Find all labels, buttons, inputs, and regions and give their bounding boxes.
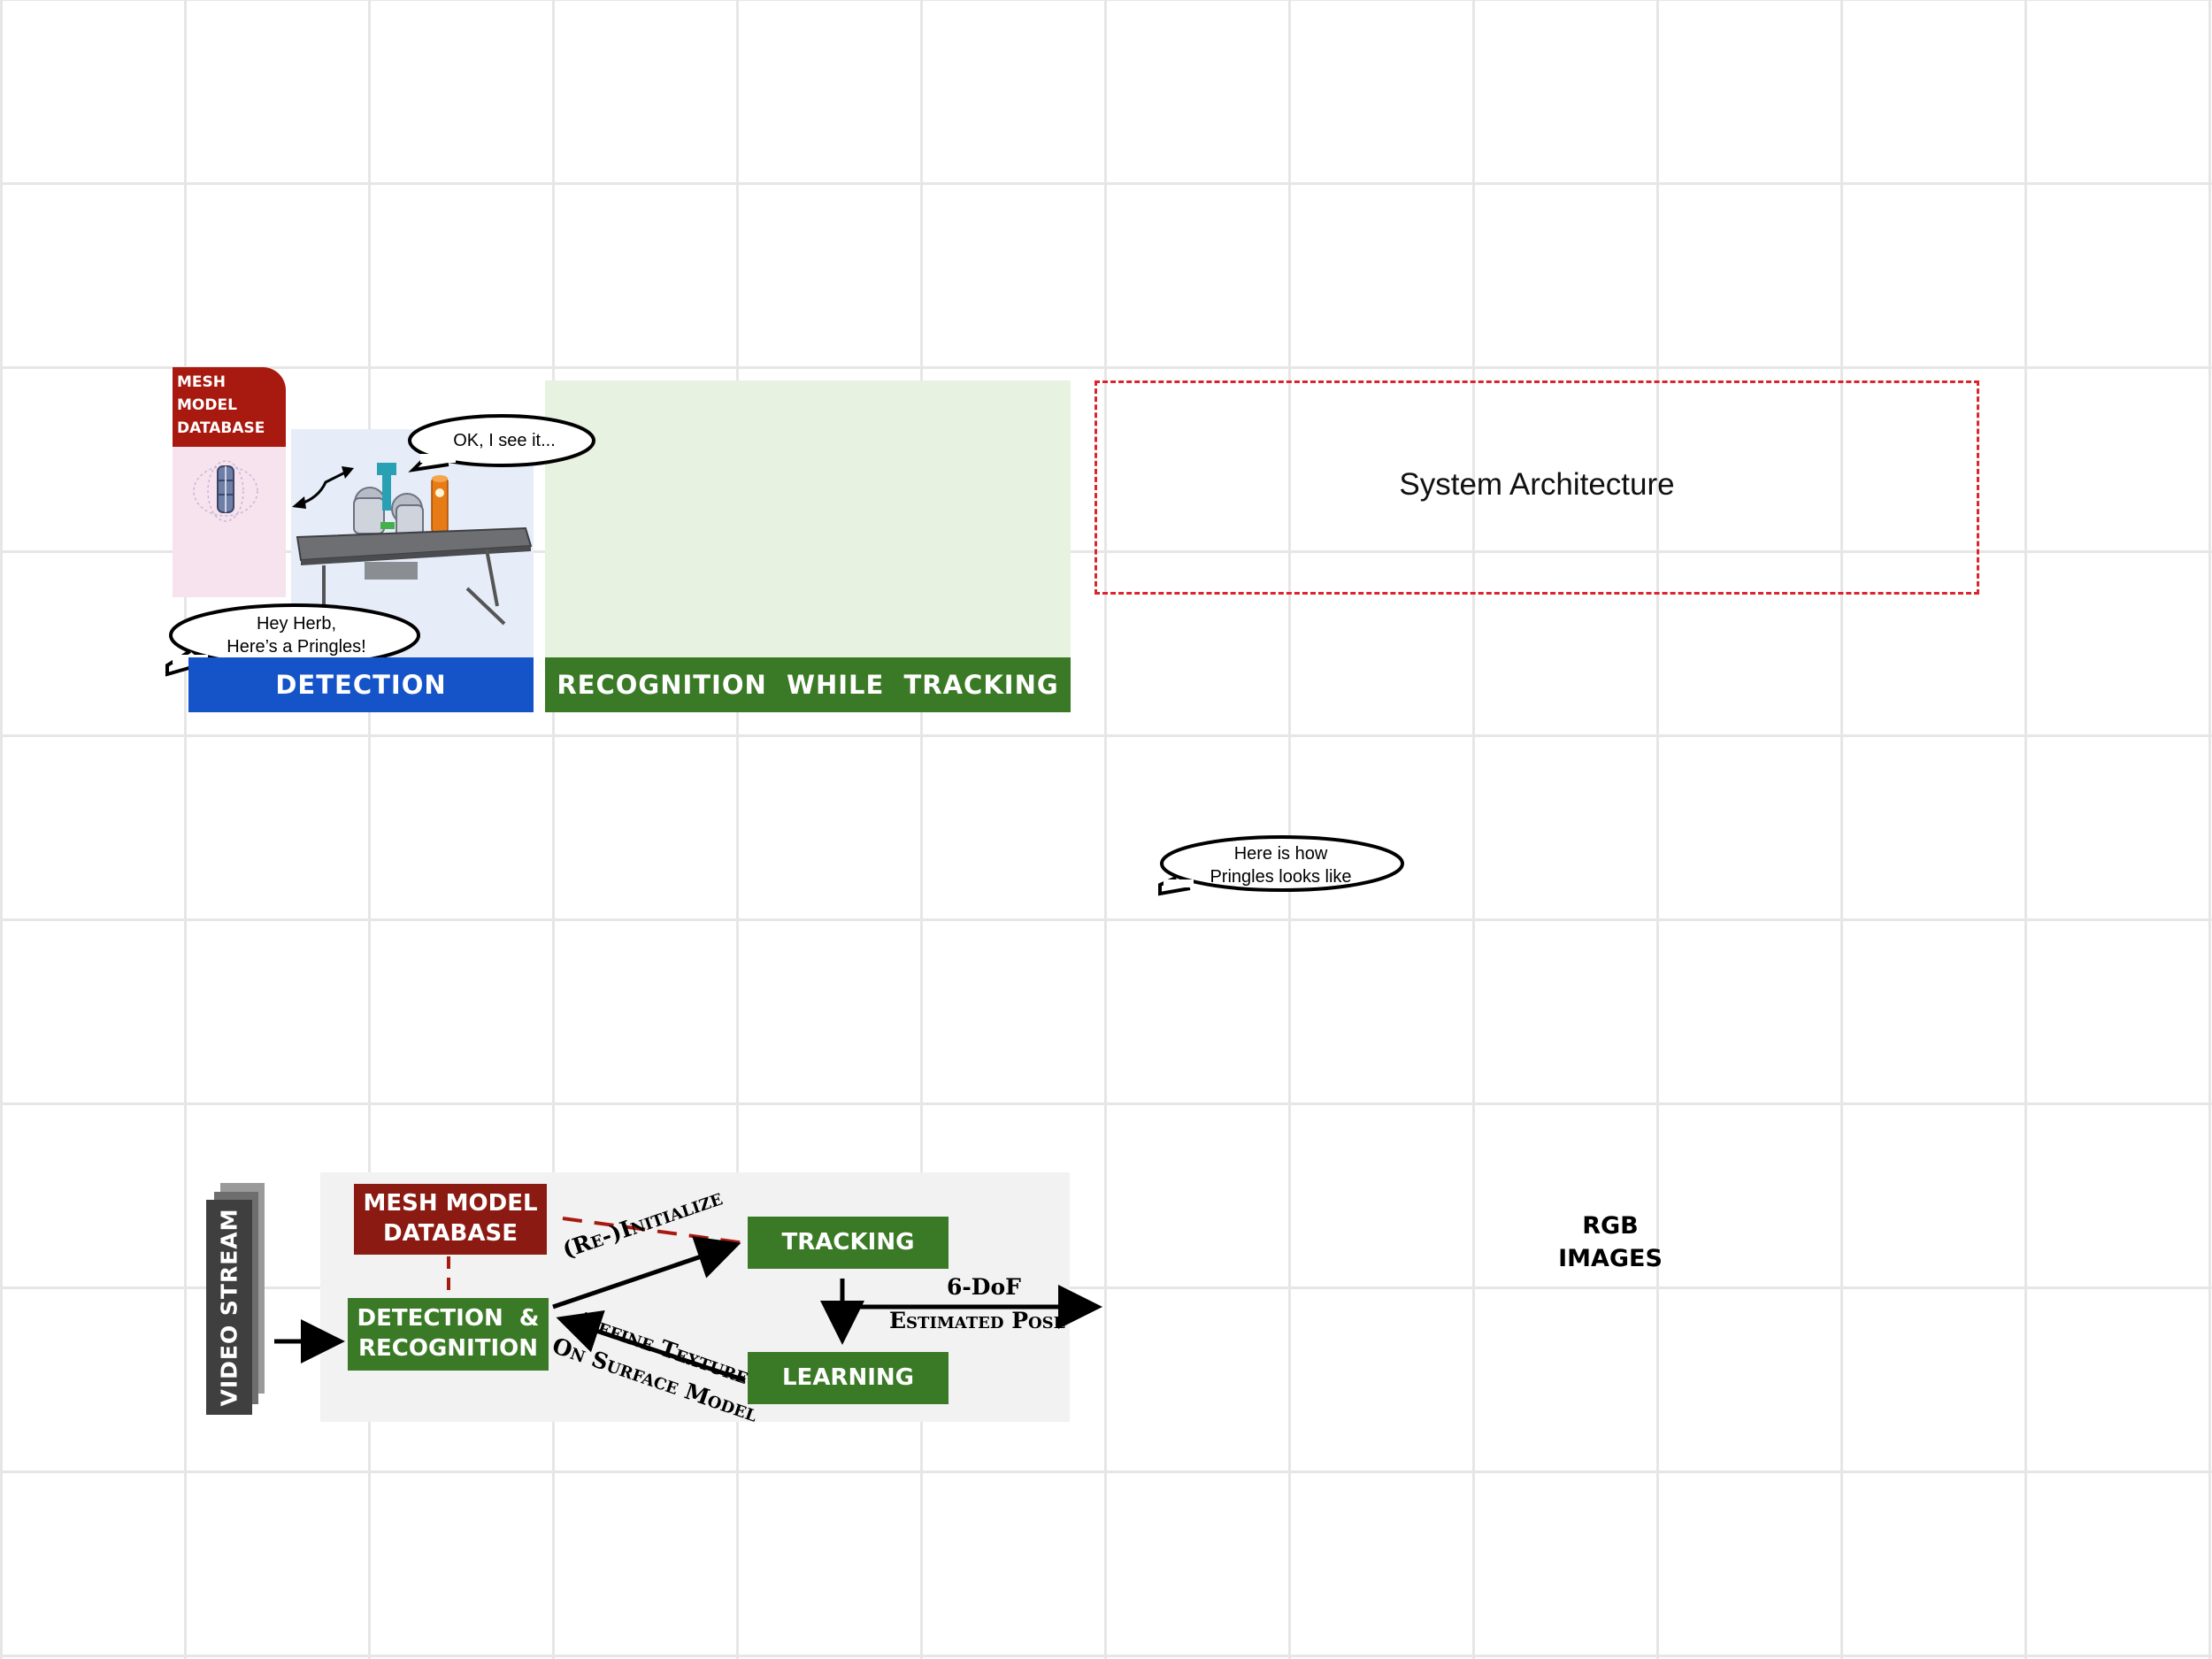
rgb-images-line1: RGB xyxy=(1582,1212,1639,1240)
robot-arm-icon xyxy=(353,463,424,538)
top-panel: MESH MODEL DATABASE xyxy=(164,363,1071,717)
pose-label-line1: 6-DoF xyxy=(947,1274,1021,1300)
bubble-human-text: Hey Herb, Here’s a Pringles! xyxy=(199,612,394,658)
double-arrow-icon xyxy=(292,466,354,509)
mesh-model-icon xyxy=(193,460,258,522)
rgb-images-label: RGB IMAGES xyxy=(1522,1210,1699,1275)
detection-banner: DETECTION xyxy=(188,657,534,712)
bubble-pringles-line2: Pringles looks like xyxy=(1210,867,1352,887)
mesh-tab-line3: DATABASE xyxy=(177,419,265,437)
detection-recognition-line2: RECOGNITION xyxy=(357,1335,538,1362)
mesh-db-line2: DATABASE xyxy=(383,1220,518,1247)
system-architecture-title: System Architecture xyxy=(1399,467,1675,502)
detection-recognition-line1: DETECTION & xyxy=(357,1305,540,1333)
mesh-model-database-tab: MESH MODEL DATABASE xyxy=(173,367,286,447)
system-architecture-frame xyxy=(1094,380,1979,595)
table-icon xyxy=(296,526,533,636)
rgb-images-line2: IMAGES xyxy=(1558,1245,1663,1272)
reinitialize-arrow xyxy=(552,1236,741,1310)
mesh-model-database-box: MESH MODEL DATABASE xyxy=(354,1184,547,1255)
video-stream-block: VIDEO STREAM xyxy=(206,1200,252,1415)
tracking-box: TRACKING xyxy=(748,1217,949,1269)
bubble-human-line1: Hey Herb, xyxy=(256,614,337,634)
detection-recognition-box: DETECTION & RECOGNITION xyxy=(348,1298,549,1371)
bubble-robot-text: OK, I see it... xyxy=(453,431,556,450)
mesh-tab-line2: MODEL xyxy=(177,396,237,414)
mesh-tab-line1: MESH xyxy=(177,373,227,391)
mesh-db-line1: MESH MODEL xyxy=(363,1190,538,1217)
robot-scene xyxy=(292,463,533,636)
refine-texture-arrow xyxy=(556,1310,746,1383)
tracking-area xyxy=(545,380,1071,659)
pose-label-line2: Estimated Pose xyxy=(889,1308,1066,1333)
learning-box: LEARNING xyxy=(748,1352,949,1404)
bubble-pringles-text: Here is how Pringles looks like xyxy=(1177,842,1385,888)
tracking-banner: RECOGNITION WHILE TRACKING xyxy=(545,657,1071,712)
bubble-robot-outline xyxy=(408,414,595,472)
bubble-pringles-line1: Here is how xyxy=(1233,844,1328,864)
bubble-human-line2: Here’s a Pringles! xyxy=(227,637,366,657)
bubble-pringles-outline xyxy=(1158,835,1404,896)
